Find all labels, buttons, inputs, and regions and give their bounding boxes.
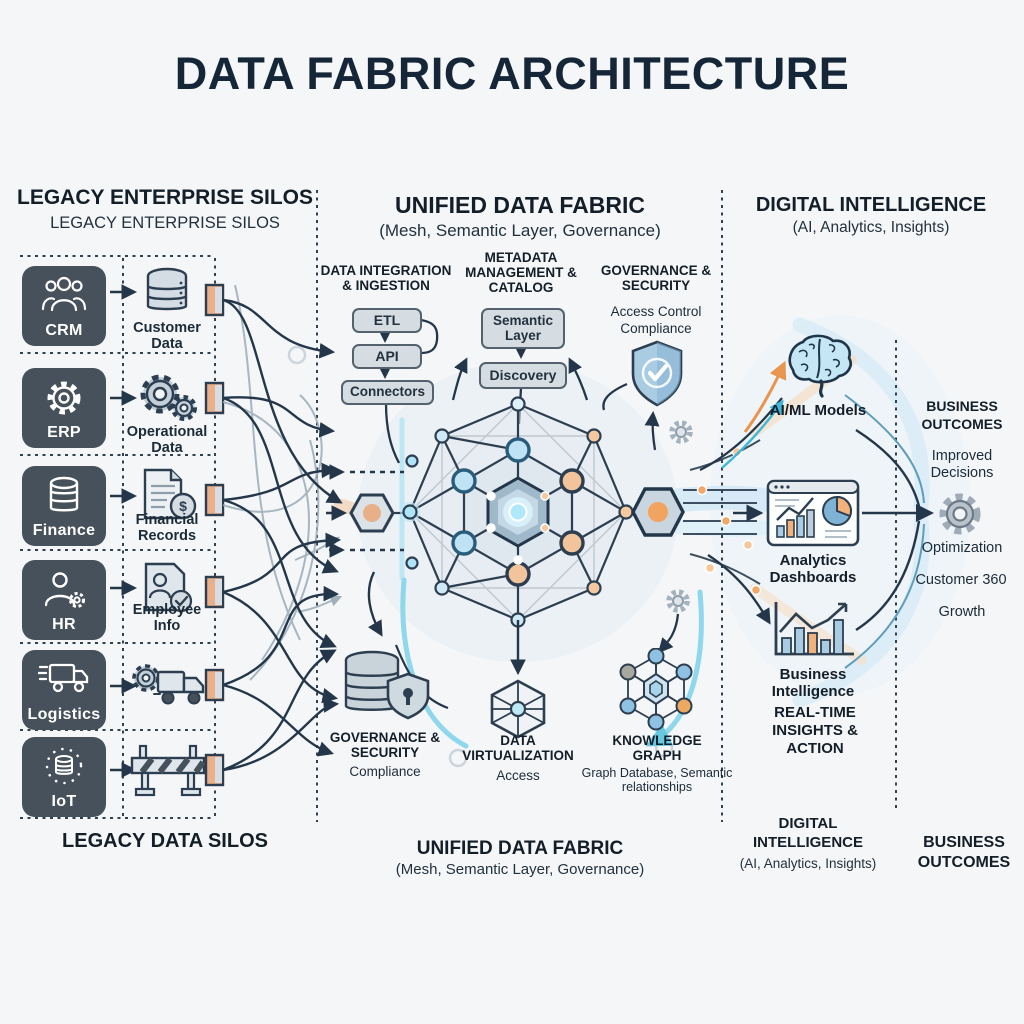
iot-sensor-icon [45,747,83,785]
data-label: Operational Data [126,424,208,457]
outcome-item: Improved Decisions [930,448,994,482]
data-label: Financial Records [135,512,199,545]
intelligence-footer-subheading: (AI, Analytics, Insights) [739,856,877,871]
knowledge-heading: KNOWLEDGE GRAPH [612,733,702,764]
silo-label: HR [52,616,76,633]
governance-bottom-heading: GOVERNANCE & SECURITY [329,730,441,761]
outcomes-footer: BUSINESS OUTCOMES [917,834,1011,871]
intelligence-subheading: (AI, Analytics, Insights) [792,219,950,236]
logistics-truck-icon [38,663,89,693]
security-compliance: Compliance [620,321,692,336]
hr-person-gear-icon [44,572,85,608]
logistics-data-truck-icon [132,664,205,705]
silo-label: IoT [51,793,77,810]
legacy-heading: LEGACY ENTERPRISE SILOS [17,186,313,209]
silo-label: Logistics [27,706,101,723]
silo-logistics: Logistics [22,650,106,730]
silo-label: Finance [32,522,96,539]
intelligence-heading: DIGITAL INTELLIGENCE [755,194,987,216]
legacy-footer: LEGACY DATA SILOS [62,830,268,852]
silo-erp: ERP [22,368,106,448]
virtualization-sub: Access [496,768,540,783]
intelligence-footer-heading: DIGITAL INTELLIGENCE [752,815,863,851]
fabric-footer-subheading: (Mesh, Semantic Layer, Governance) [395,861,645,878]
page-title: DATA FABRIC ARCHITECTURE [174,48,850,99]
legacy-subheading: LEGACY ENTERPRISE SILOS [50,214,280,232]
metadata-heading: METADATA MANAGEMENT & CATALOG [465,250,577,296]
outcomes-gear-icon [939,493,981,535]
fabric-subheading: (Mesh, Semantic Layer, Governance) [379,221,661,240]
fabric-footer-heading: UNIFIED DATA FABRIC [416,838,624,859]
intelligence-item-label: AI/ML Models [769,402,867,419]
erp-gear-icon [47,381,81,415]
silo-finance: Finance [22,466,106,546]
intelligence-item-label: Business Intelligence [771,666,855,701]
security-access-control: Access Control [610,304,702,319]
silo-crm: CRM [22,266,106,346]
analytics-dashboard-icon [766,479,860,547]
operational-data-gears-icon [140,374,197,421]
realtime-insights-label: REAL-TIME INSIGHTS & ACTION [772,704,858,757]
outcome-item: Customer 360 [915,572,1007,588]
shield-check-icon [631,340,683,407]
iot-barrier-icon [130,744,206,797]
silo-iot: IoT [22,737,106,817]
outcomes-heading: BUSINESS OUTCOMES [921,398,1003,432]
business-intelligence-chart-icon [774,602,854,656]
brain-icon [788,334,852,398]
data-label: Customer Data [133,320,201,353]
data-fabric-mesh [349,396,685,628]
api-box: API [352,344,422,369]
svg-text:$: $ [179,498,187,514]
knowledge-sub: Graph Database, Semantic relationships [581,766,733,795]
connectors-box: Connectors [341,380,434,405]
discovery-box: Discovery [479,362,567,389]
crm-people-icon [41,276,87,312]
intelligence-item-label: Analytics Dashboards [769,552,857,587]
governance-bottom-sub: Compliance [349,764,421,779]
data-virtualization-cube-icon [490,679,546,739]
data-label: Employee Info [132,602,202,635]
dashed-dividers [20,190,897,822]
finance-database-icon [49,476,79,512]
integration-heading: DATA INTEGRATION & INGESTION [320,263,452,294]
employee-info-card-icon [144,562,193,613]
outcome-item: Optimization [921,540,1003,556]
fabric-heading: UNIFIED DATA FABRIC [394,192,645,218]
gear-icon [666,420,693,613]
security-heading: GOVERNANCE & SECURITY [600,263,712,294]
etl-box: ETL [352,308,422,333]
financial-records-document-icon: $ [143,468,197,520]
virtualization-heading: DATA VIRTUALIZATION [462,733,574,764]
semantic-layer-box: Semantic Layer [481,308,565,349]
silo-label: ERP [47,424,81,441]
customer-data-database-icon [146,267,188,311]
silo-hr: HR [22,560,106,640]
knowledge-graph-icon [619,648,693,731]
outcome-item: Growth [938,604,986,620]
governance-database-lock-icon [344,650,430,720]
silo-label: CRM [45,322,83,339]
